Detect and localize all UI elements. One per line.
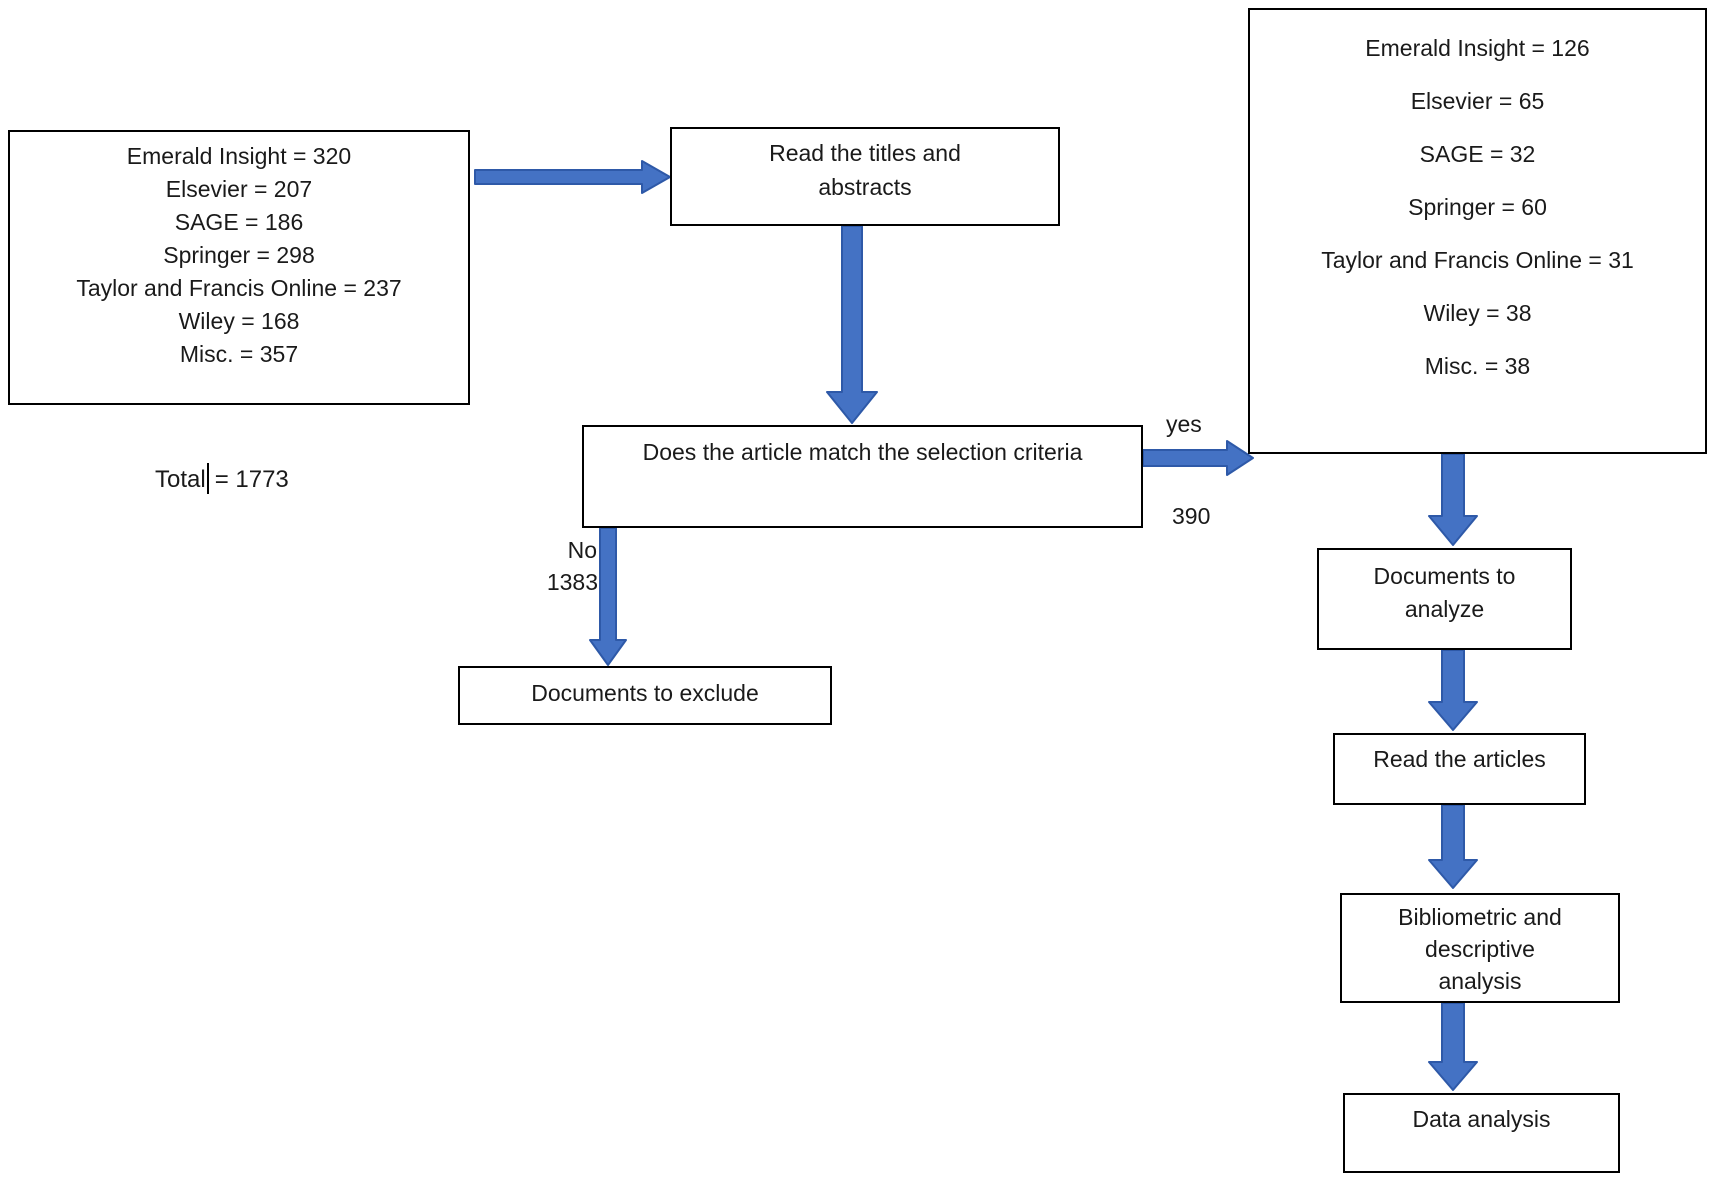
no-branch-label: No xyxy=(567,537,597,563)
source-count-line: Emerald Insight = 320 xyxy=(126,143,352,169)
source-count-line: Misc. = 357 xyxy=(179,341,299,367)
documents-to-exclude-box: Documents to exclude xyxy=(458,666,832,725)
text-cursor xyxy=(206,463,209,494)
result-count-line: Taylor and Francis Online = 31 xyxy=(1321,247,1634,273)
result-count-line: Emerald Insight = 126 xyxy=(1365,35,1590,61)
source-counts-box: Emerald Insight = 320 Elsevier = 207 SAG… xyxy=(8,130,470,405)
documents-to-analyze-box: Documents to analyze xyxy=(1317,548,1572,650)
source-count-line: Elsevier = 207 xyxy=(165,176,313,202)
results-counts-box: Emerald Insight = 126 Elsevier = 65 SAGE… xyxy=(1248,8,1707,454)
total-count-label: Total xyxy=(155,465,206,493)
source-count-line: SAGE = 186 xyxy=(174,209,304,235)
source-count-line: Wiley = 168 xyxy=(178,308,300,334)
bibliometric-analysis-label: Bibliometric and descriptive analysis xyxy=(1398,904,1562,994)
data-analysis-box: Data analysis xyxy=(1343,1093,1620,1173)
arrow-results-to-analyze xyxy=(1428,453,1478,546)
match-criteria-label: Does the article match the selection cri… xyxy=(642,439,1083,465)
yes-branch-count: 390 xyxy=(1172,503,1211,529)
match-criteria-box: Does the article match the selection cri… xyxy=(582,425,1143,528)
yes-branch-label: yes xyxy=(1166,411,1202,437)
result-count-line: SAGE = 32 xyxy=(1419,141,1536,167)
bibliometric-analysis-box: Bibliometric and descriptive analysis xyxy=(1340,893,1620,1003)
result-count-line: Misc. = 38 xyxy=(1424,353,1531,379)
total-count-value: = 1773 xyxy=(214,465,289,493)
no-branch-count: 1383 xyxy=(546,569,598,595)
arrow-bibliometric-to-data-analysis xyxy=(1428,1002,1478,1091)
read-articles-box: Read the articles xyxy=(1333,733,1586,805)
arrow-read-titles-to-criteria xyxy=(826,225,878,424)
read-titles-box: Read the titles and abstracts xyxy=(670,127,1060,226)
source-count-line: Taylor and Francis Online = 237 xyxy=(76,275,402,301)
result-count-line: Wiley = 38 xyxy=(1423,300,1532,326)
source-count-line: Springer = 298 xyxy=(163,242,315,268)
documents-to-analyze-label: Documents to analyze xyxy=(1373,563,1516,622)
arrow-read-articles-to-bibliometric xyxy=(1428,804,1478,889)
arrow-analyze-to-read-articles xyxy=(1428,649,1478,731)
data-analysis-label: Data analysis xyxy=(1412,1106,1551,1132)
documents-to-exclude-label: Documents to exclude xyxy=(531,680,759,706)
read-articles-label: Read the articles xyxy=(1373,746,1546,772)
arrow-criteria-yes xyxy=(1142,440,1254,476)
result-count-line: Elsevier = 65 xyxy=(1410,88,1545,114)
arrow-source-to-read-titles xyxy=(474,160,671,194)
total-count: Total = 1773 xyxy=(155,463,289,498)
read-titles-label: Read the titles and abstracts xyxy=(769,140,961,200)
result-count-line: Springer = 60 xyxy=(1408,194,1547,220)
